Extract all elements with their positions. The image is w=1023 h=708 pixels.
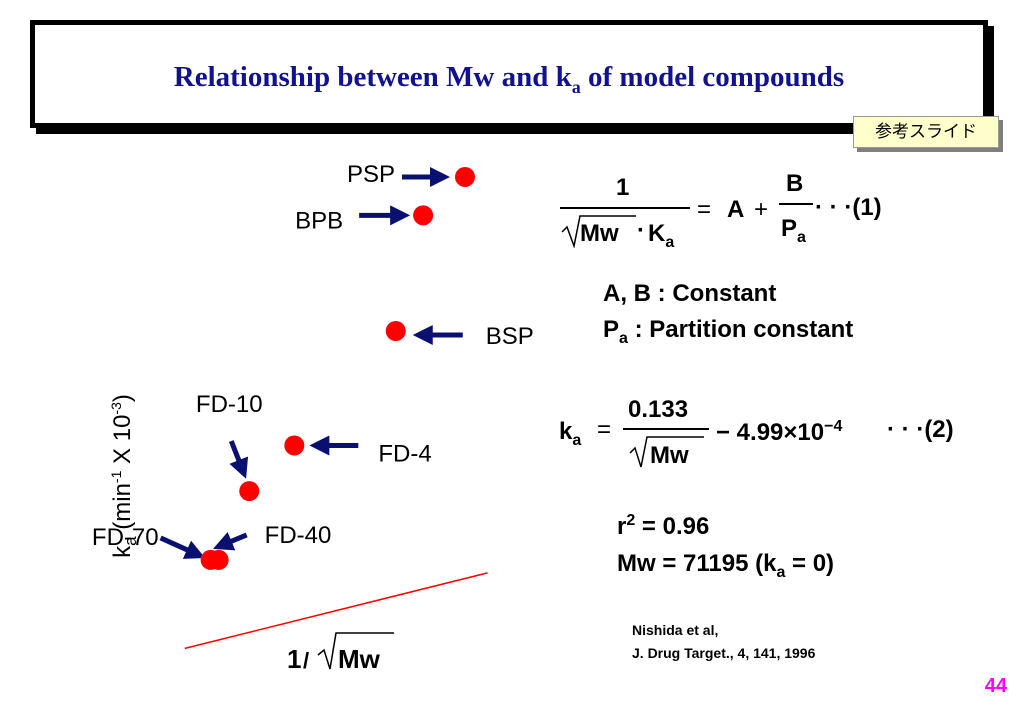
data-point-fd-10 — [239, 481, 260, 502]
point-label-fd-40: FD-40 — [265, 522, 332, 549]
data-point-psp — [454, 166, 475, 187]
point-label-bsp: BSP — [486, 323, 534, 350]
arrow-fd-70 — [159, 535, 206, 559]
fit-line — [184, 572, 488, 650]
mw-intercept: Mw = 71195 (ka = 0) — [617, 550, 835, 581]
data-point-fd-70 — [200, 549, 221, 570]
data-point-bpb — [413, 205, 434, 226]
reference-slide-tag: 参考スライド — [853, 116, 999, 148]
r-squared: r2 = 0.96 — [617, 512, 710, 540]
svg-text:Mw: Mw — [338, 644, 381, 674]
arrow-fd-40 — [213, 531, 248, 551]
page-number: 44 — [984, 675, 1007, 697]
data-point-fd-4 — [284, 435, 305, 456]
point-label-bpb: BPB — [295, 207, 343, 234]
point-label-fd-4: FD-4 — [378, 440, 431, 467]
x-axis-label: 1 / Mw — [287, 632, 394, 674]
citation-authors: Nishida et al, — [632, 622, 719, 638]
slide-title: Relationship between Mw and ka of model … — [173, 61, 845, 97]
citation-journal: J. Drug Target., 4, 141, 1996 — [632, 645, 816, 661]
svg-text:1: 1 — [287, 644, 301, 674]
definition-constants: A, B : Constant — [603, 280, 777, 307]
title-box: Relationship between Mw and ka of model … — [30, 20, 988, 128]
data-point-bsp — [385, 321, 406, 342]
point-label-fd-10: FD-10 — [196, 391, 263, 418]
point-label-fd-70: FD-70 — [92, 524, 159, 551]
arrow-fd-10 — [228, 440, 249, 479]
svg-text:/: / — [303, 648, 309, 673]
y-axis-label: ka (min-1 X 10-3) — [108, 394, 140, 558]
definition-partition: Pa : Partition constant — [603, 316, 854, 347]
point-label-psp: PSP — [347, 161, 395, 188]
